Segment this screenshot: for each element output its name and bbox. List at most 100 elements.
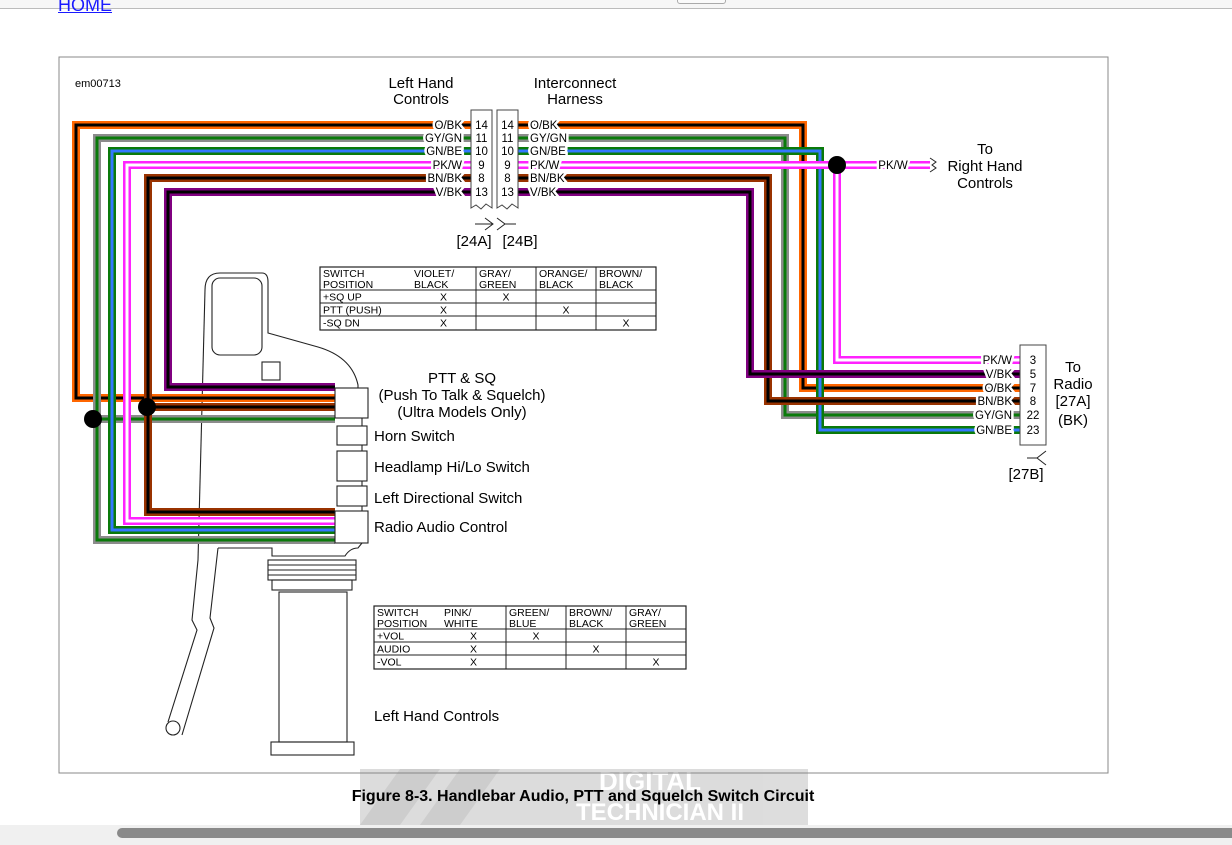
home-link[interactable]: HOME [58, 0, 112, 15]
svg-text:TECHNICIAN II: TECHNICIAN II [576, 799, 744, 826]
table-header: POSITION [323, 279, 373, 291]
pin-24b: 13 [501, 187, 514, 199]
table-cell: +VOL [377, 631, 404, 643]
horn-switch [336, 425, 368, 446]
radio-header-4: (BK) [1058, 412, 1088, 429]
table-header: GREEN/ [509, 607, 549, 619]
table-header: BLACK [414, 279, 448, 291]
pin-27a: 8 [1030, 396, 1036, 408]
radio-header-3: [27A] [1055, 393, 1090, 410]
left-directional-label: Left Directional Switch [374, 490, 522, 507]
table-cell: X [622, 318, 629, 330]
table-cell: X [470, 657, 477, 669]
figure-caption: Figure 8-3. Handlebar Audio, PTT and Squ… [352, 788, 815, 805]
table-header: VIOLET/ [414, 268, 454, 280]
table-cell: X [532, 631, 539, 643]
table-header: BLACK [599, 279, 633, 291]
splice-dot [138, 398, 156, 416]
connector-27b-symbol [1027, 450, 1047, 466]
pin-27a: 5 [1030, 369, 1036, 381]
table-cell: X [470, 644, 477, 656]
ptt-label-sub: (Push To Talk & Squelch) [378, 387, 545, 404]
table-header: SWITCH [323, 268, 364, 280]
ptt-switch [334, 387, 369, 419]
table-header: SWITCH [377, 607, 418, 619]
wire-label-24a: GY/GN [425, 133, 462, 145]
wire-label-27a: O/BK [985, 383, 1013, 395]
pin-24b: 10 [501, 146, 514, 158]
wire-bn-bk [144, 174, 1020, 516]
pin-24a: 11 [476, 133, 488, 145]
left-hand-control-housing [165, 272, 363, 756]
headlamp-switch [336, 450, 368, 482]
table-cell: PTT (PUSH) [323, 305, 382, 317]
wire-label-27a: V/BK [986, 369, 1013, 381]
connector-24b-symbol [496, 217, 516, 231]
splice-dot [84, 410, 102, 428]
table-header: BROWN/ [569, 607, 612, 619]
svg-text:DIGITAL: DIGITAL [599, 766, 701, 796]
pin-27a: 23 [1027, 425, 1040, 437]
radio-audio-control-switch [334, 510, 369, 544]
pin-27a: 3 [1030, 355, 1036, 367]
left-hand-header: Left Hand [388, 75, 453, 92]
table-header: GRAY/ [479, 268, 511, 280]
wire-label-24b: O/BK [530, 120, 558, 132]
table-ptt: SWITCHPOSITIONVIOLET/BLACKGRAY/GREENORAN… [319, 266, 657, 331]
wire-label-27a: BN/BK [977, 396, 1012, 408]
interconnect-header-2: Harness [547, 91, 603, 108]
table-header: BLACK [569, 618, 603, 630]
wire-gn-be [108, 147, 1020, 534]
headlamp-label: Headlamp Hi/Lo Switch [374, 459, 530, 476]
ptt-label: PTT & SQ [428, 370, 496, 387]
table-cell: AUDIO [377, 644, 410, 656]
right-hand-break-icon [929, 157, 937, 173]
connector-24a-label: [24A] [456, 233, 491, 250]
table-cell: -VOL [377, 657, 402, 669]
toolbar-button[interactable] [677, 0, 726, 4]
radio-audio-label: Radio Audio Control [374, 519, 507, 536]
wire-label-24b: GY/GN [530, 133, 567, 145]
table-cell: X [592, 644, 599, 656]
horn-label: Horn Switch [374, 428, 455, 445]
pin-24a: 10 [475, 146, 488, 158]
pin-27a: 7 [1030, 383, 1036, 395]
pin-24a: 14 [475, 120, 488, 132]
pin-24a: 9 [478, 160, 484, 172]
wire-label-27a: GY/GN [975, 410, 1012, 422]
table-header: GREEN [479, 279, 516, 291]
wire-label-24b: PK/W [530, 160, 560, 172]
wire-label-24a: O/BK [435, 120, 463, 132]
radio-header-2: Radio [1053, 376, 1092, 393]
table-cell: X [440, 292, 447, 304]
ptt-label-note: (Ultra Models Only) [397, 404, 526, 421]
table-header: PINK/ [444, 607, 472, 619]
pin-27a: 22 [1027, 410, 1040, 422]
table-cell: X [440, 305, 447, 317]
wire-label-27a: PK/W [983, 355, 1013, 367]
connector-27b-label: [27B] [1008, 466, 1043, 483]
wire-label-24b: BN/BK [530, 173, 565, 185]
right-hand-header-2: Right Hand [947, 158, 1022, 175]
table-cell: X [652, 657, 659, 669]
table-cell: X [502, 292, 509, 304]
wire-label-24b: GN/BE [530, 146, 566, 158]
table-cell: -SQ DN [323, 318, 360, 330]
table-audio: SWITCHPOSITIONPINK/WHITEGREEN/BLUEBROWN/… [373, 605, 687, 670]
assembly-label: Left Hand Controls [374, 708, 499, 725]
left-directional-switch [336, 485, 368, 507]
horizontal-scrollbar-thumb[interactable] [117, 828, 1232, 838]
connector-24b-label: [24B] [502, 233, 537, 250]
table-header: BROWN/ [599, 268, 642, 280]
connector-24b [496, 109, 519, 210]
table-cell: X [440, 318, 447, 330]
left-hand-header-2: Controls [393, 91, 449, 108]
figure-border [58, 56, 1109, 774]
horizontal-scrollbar-track [0, 825, 1232, 845]
pin-24a: 13 [475, 187, 488, 199]
radio-header: To [1065, 359, 1081, 376]
wire-label-24b: V/BK [530, 187, 557, 199]
browser-toolbar [0, 0, 1232, 9]
wire-label-24a: V/BK [436, 187, 463, 199]
